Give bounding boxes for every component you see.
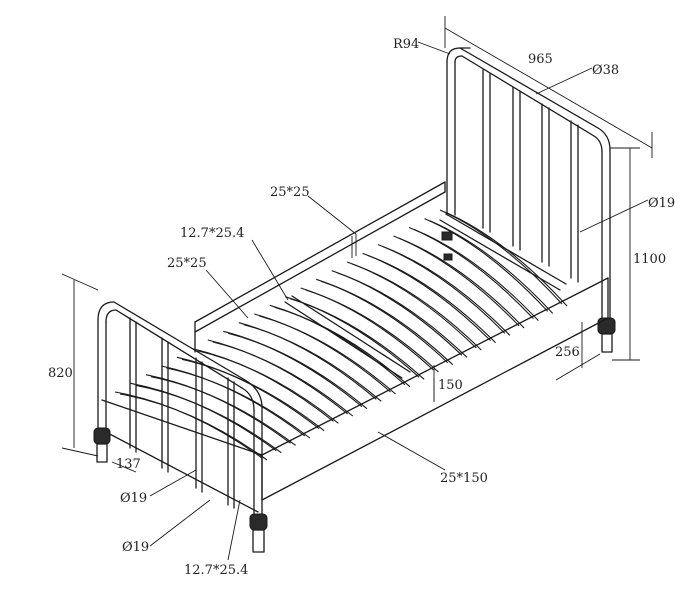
label-foot-offset: 137 xyxy=(116,457,141,472)
slat xyxy=(228,332,368,410)
slat xyxy=(413,228,539,322)
headboard xyxy=(446,47,616,353)
label-foot-tube-b: Ø19 xyxy=(122,540,149,555)
label-width: 965 xyxy=(528,52,553,67)
slat xyxy=(398,237,525,329)
slat xyxy=(382,246,511,336)
slat xyxy=(166,367,311,439)
slat xyxy=(212,341,354,417)
label-side-rail: 25*150 xyxy=(440,471,488,486)
slat xyxy=(367,254,496,344)
label-foot-tube-a: Ø19 xyxy=(120,491,147,506)
label-center-rail: 25*25 xyxy=(270,185,310,200)
slat xyxy=(135,384,282,454)
label-leg-height: 256 xyxy=(555,345,580,360)
label-left-rail: 25*25 xyxy=(167,256,207,271)
label-rail-depth: 150 xyxy=(438,378,463,393)
slat xyxy=(274,306,411,388)
slat xyxy=(181,358,325,432)
label-slat: 12.7*25.4 xyxy=(180,226,244,241)
slat xyxy=(243,324,382,402)
slat xyxy=(429,220,554,314)
label-foot-slat: 12.7*25.4 xyxy=(184,563,248,578)
label-corner-radius: R94 xyxy=(393,37,419,52)
label-tube-top: Ø38 xyxy=(592,63,619,78)
slat xyxy=(259,315,396,395)
back-side-rail xyxy=(194,181,446,353)
slat xyxy=(290,298,425,380)
slat xyxy=(336,272,468,358)
label-head-height: 1100 xyxy=(633,252,666,267)
label-tube-right: Ø19 xyxy=(648,196,675,211)
slats xyxy=(114,209,568,461)
slat xyxy=(351,263,482,351)
footboard xyxy=(93,301,268,553)
center-rail xyxy=(284,213,567,379)
dimension-labels: R94 965 Ø38 Ø19 1100 256 150 25*150 25*2… xyxy=(48,37,675,578)
dimension-lines xyxy=(61,16,653,561)
slat xyxy=(321,280,454,366)
slat xyxy=(119,393,268,461)
label-foot-height: 820 xyxy=(48,366,73,381)
slat xyxy=(305,289,439,373)
slat xyxy=(197,350,339,424)
